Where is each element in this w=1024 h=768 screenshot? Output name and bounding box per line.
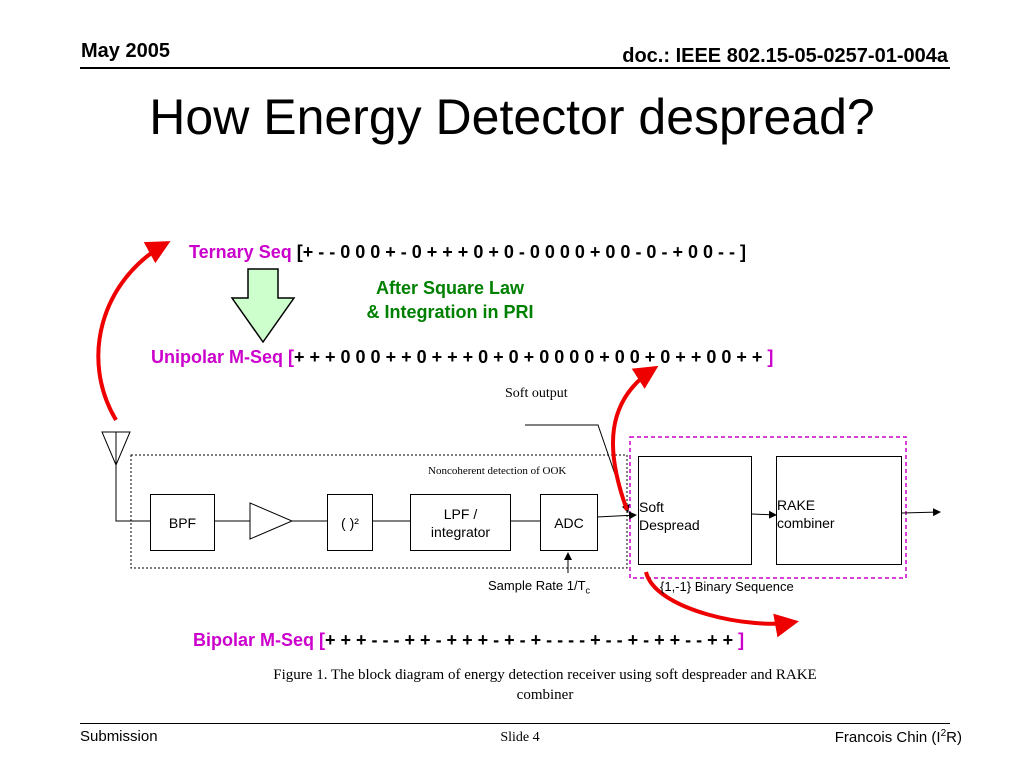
footer-slide-number: Slide 4 bbox=[500, 730, 540, 745]
adc-label: ADC bbox=[554, 514, 584, 531]
soft-output-label: Soft output bbox=[505, 386, 568, 401]
sample-rate-text: Sample Rate 1/T bbox=[488, 578, 586, 593]
antenna-icon bbox=[101, 431, 150, 522]
rake-combiner-block: RAKE combiner bbox=[776, 456, 902, 565]
bipolar-seq-label: Bipolar M-Seq [ bbox=[193, 630, 326, 650]
noncoherent-label: Noncoherent detection of OOK bbox=[428, 465, 567, 477]
unipolar-seq-values: + + + 0 0 0 + + 0 + + + 0 + 0 + 0 0 0 0 … bbox=[294, 347, 768, 367]
header-date: May 2005 bbox=[81, 40, 170, 62]
ternary-seq-line: Ternary Seq [+ - - 0 0 0 + - 0 + + + 0 +… bbox=[189, 242, 746, 263]
figure-caption-line2: combiner bbox=[516, 687, 574, 703]
bpf-label: BPF bbox=[168, 514, 197, 531]
footer-submission: Submission bbox=[80, 728, 158, 745]
down-arrow-icon bbox=[230, 268, 296, 344]
square-block: ( )² bbox=[327, 494, 373, 551]
sample-rate-subscript: c bbox=[585, 585, 591, 596]
unipolar-seq-close: ] bbox=[767, 347, 774, 367]
header-doc-id: doc.: IEEE 802.15-05-0257-01-004a bbox=[622, 45, 948, 67]
footer-author-name: Francois Chin (I bbox=[834, 729, 941, 746]
footer-author: Francois Chin (I2R) bbox=[835, 728, 962, 746]
bipolar-seq-close: ] bbox=[738, 630, 745, 650]
rake-label-2: combiner bbox=[777, 514, 835, 531]
red-curve-arrow-left bbox=[96, 241, 171, 422]
footer-author-sup: 2 bbox=[940, 728, 947, 739]
bpf-block: BPF bbox=[150, 494, 215, 551]
red-curve-arrow-right-lower bbox=[644, 571, 799, 638]
footer-divider bbox=[80, 723, 950, 724]
figure-caption-line1: Figure 1. The block diagram of energy de… bbox=[273, 667, 817, 683]
ternary-seq-label: Ternary Seq bbox=[189, 242, 292, 262]
bipolar-seq-values: + + + - - - + + - + + + - + - + - - - - … bbox=[325, 630, 739, 650]
ternary-seq-values: [+ - - 0 0 0 + - 0 + + + 0 + 0 - 0 0 0 0… bbox=[296, 242, 746, 262]
lpf-label-1: LPF / bbox=[443, 505, 478, 522]
unipolar-seq-label: Unipolar M-Seq [ bbox=[151, 347, 294, 367]
lpf-block: LPF / integrator bbox=[410, 494, 511, 551]
square-law-note: After Square Law & Integration in PRI bbox=[330, 276, 570, 324]
square-law-note-line1: After Square Law bbox=[375, 278, 525, 298]
soft-despread-label-1: Soft bbox=[639, 498, 664, 515]
slide-title: How Energy Detector despread? bbox=[149, 89, 875, 145]
binary-seq-label: {1,-1} Binary Sequence bbox=[660, 579, 794, 594]
lpf-label-2: integrator bbox=[430, 523, 491, 540]
square-label: ( )² bbox=[341, 514, 359, 531]
sample-rate-label: Sample Rate 1/Tc bbox=[488, 578, 590, 596]
unipolar-seq-line: Unipolar M-Seq [+ + + 0 0 0 + + 0 + + + … bbox=[151, 347, 773, 368]
square-law-note-line2: & Integration in PRI bbox=[366, 302, 534, 322]
amplifier-icon bbox=[249, 502, 294, 540]
adc-block: ADC bbox=[540, 494, 598, 551]
bipolar-seq-line: Bipolar M-Seq [+ + + - - - + + - + + + -… bbox=[193, 630, 744, 651]
footer-author-suffix: R) bbox=[946, 729, 962, 746]
header-divider bbox=[80, 67, 950, 69]
rake-label-1: RAKE bbox=[777, 496, 816, 513]
soft-despread-block: Soft Despread bbox=[638, 456, 752, 565]
figure-caption: Figure 1. The block diagram of energy de… bbox=[230, 665, 860, 705]
red-curve-arrow-right-upper bbox=[611, 365, 659, 511]
soft-despread-label-2: Despread bbox=[639, 516, 700, 533]
